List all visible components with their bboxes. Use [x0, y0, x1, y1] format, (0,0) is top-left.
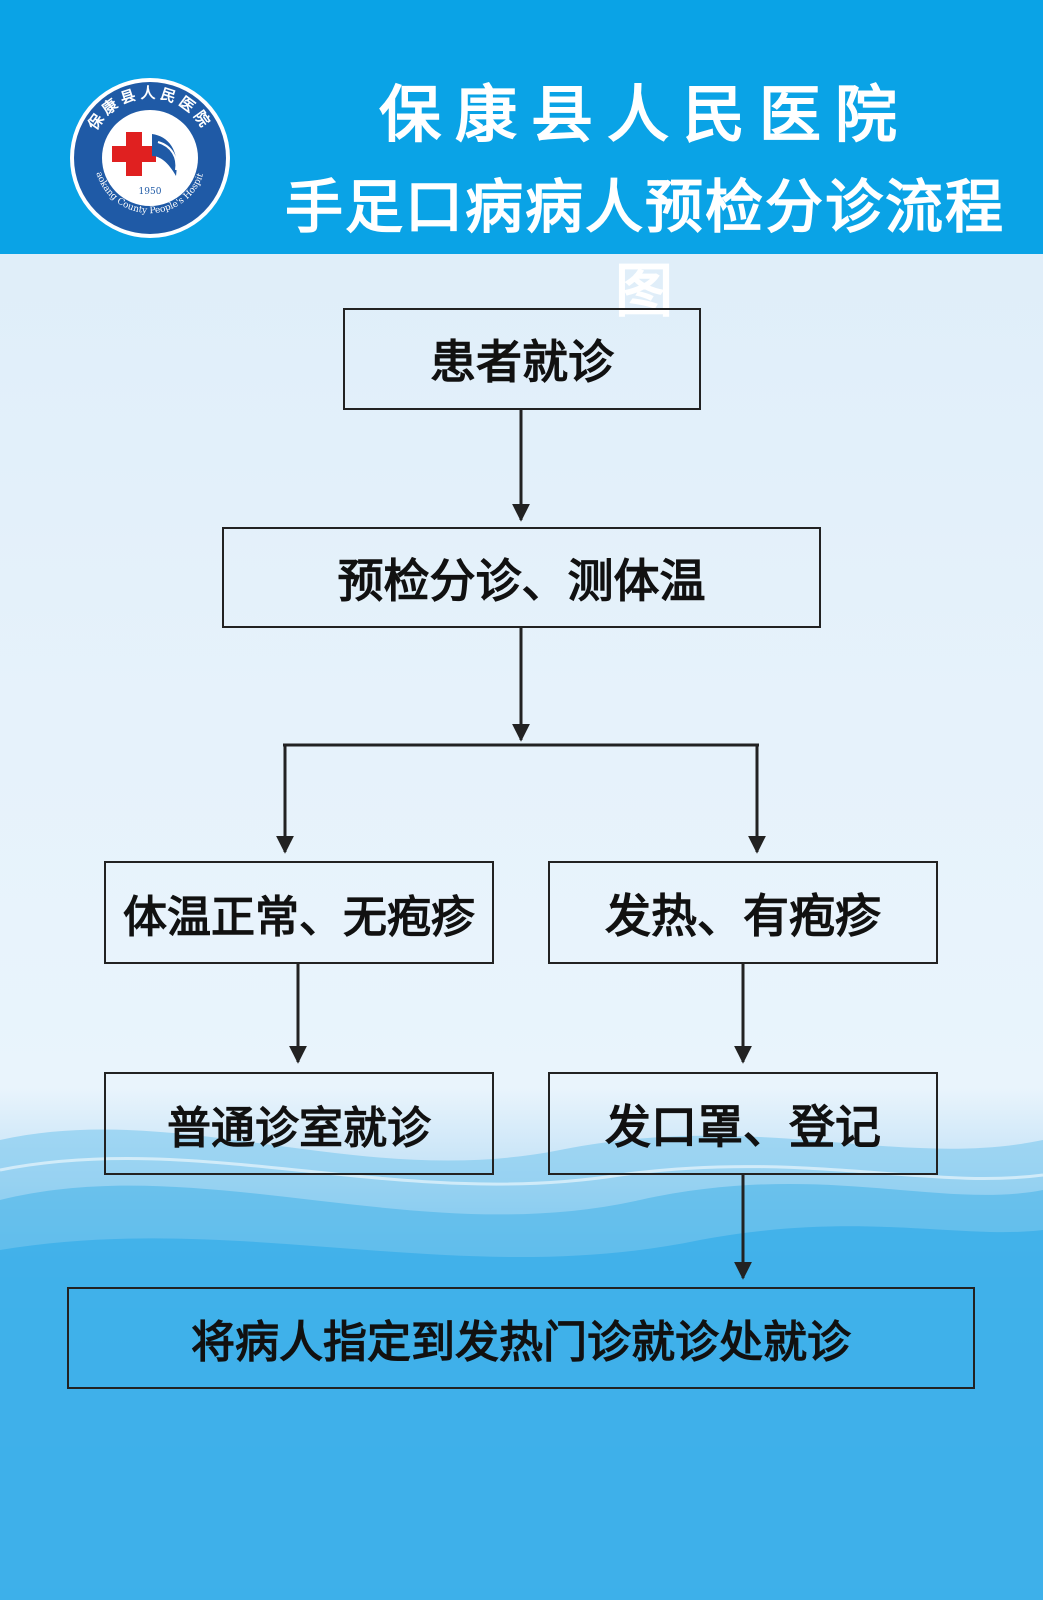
node-patient-visit-label: 患者就诊	[430, 335, 614, 389]
node-triage-temperature: 预检分诊、测体温	[222, 527, 821, 628]
hospital-logo: 保康县人民医院 Baokang County People's Hospital…	[68, 76, 230, 238]
node-general-clinic: 普通诊室就诊	[104, 1072, 494, 1175]
node-normal-no-blisters: 体温正常、无疱疹	[104, 861, 494, 964]
node-mask-register-label: 发口罩、登记	[605, 1099, 881, 1154]
node-fever-clinic: 将病人指定到发热门诊就诊处就诊	[67, 1287, 975, 1389]
hospital-title: 保康县人民医院	[378, 78, 911, 151]
node-patient-visit: 患者就诊	[343, 308, 701, 410]
node-mask-register: 发口罩、登记	[548, 1072, 938, 1175]
flowchart-title: 手足口病病人预检分诊流程图	[284, 173, 1005, 325]
node-normal-no-blisters-label: 体温正常、无疱疹	[123, 891, 475, 943]
node-fever-with-blisters-label: 发热、有疱疹	[605, 888, 881, 943]
header-banner: 保康县人民医院 Baokang County People's Hospital…	[0, 0, 1043, 325]
logo-year: 1950	[139, 187, 162, 197]
node-general-clinic-label: 普通诊室就诊	[167, 1102, 431, 1154]
node-fever-with-blisters: 发热、有疱疹	[548, 861, 938, 964]
dove-icon	[152, 134, 177, 176]
node-triage-temperature-label: 预检分诊、测体温	[337, 553, 706, 608]
node-fever-clinic-label: 将病人指定到发热门诊就诊处就诊	[191, 1317, 851, 1368]
